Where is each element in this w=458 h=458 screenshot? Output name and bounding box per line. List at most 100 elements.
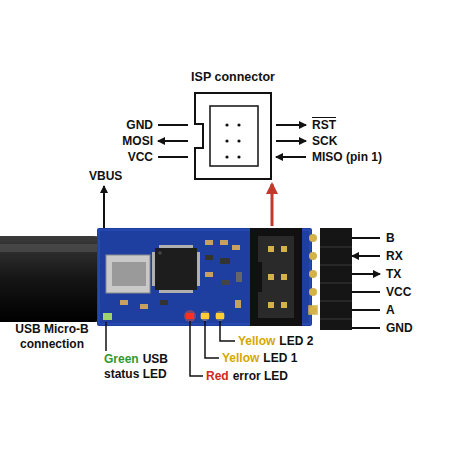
smd-components-part xyxy=(120,300,128,305)
serial-header-part xyxy=(320,319,352,320)
led-indicators-part xyxy=(215,311,225,321)
smd-components-part xyxy=(222,280,230,285)
led-label: GreenUSB status LED xyxy=(104,352,186,382)
vbus-arrow-part xyxy=(103,186,105,228)
serial-header-part xyxy=(309,306,317,314)
isp-header-part xyxy=(268,274,274,280)
led-leader-lines-part xyxy=(190,321,203,376)
pin-label: GND xyxy=(126,118,153,132)
led-color-word: Green xyxy=(104,352,139,366)
led-indicators-part xyxy=(216,313,224,319)
serial-header-part xyxy=(309,270,317,278)
isp-header-part xyxy=(268,302,274,308)
smd-components-part xyxy=(220,240,228,245)
circuit-board-part xyxy=(97,228,312,326)
pin-label: MISO (pin 1) xyxy=(312,150,382,164)
led-indicators-part xyxy=(201,313,209,319)
pin-label: RX xyxy=(386,249,403,263)
isp-header-part xyxy=(250,228,302,326)
isp-leader-lines-part xyxy=(158,124,188,126)
led-indicators-part xyxy=(186,313,194,319)
microcontroller-chip-part xyxy=(155,248,197,290)
serial-leader-lines-part xyxy=(352,309,380,311)
pin-dot xyxy=(237,155,240,158)
isp-header-part xyxy=(281,246,287,252)
pin-label: B xyxy=(386,231,395,245)
usb-plug xyxy=(0,236,110,322)
microcontroller-chip-part xyxy=(159,290,193,293)
isp-leader-lines-part xyxy=(158,156,188,158)
microcontroller-chip-part xyxy=(158,251,162,255)
led-indicators xyxy=(103,310,225,322)
led-color-word: Red xyxy=(206,369,229,383)
smd-components-part xyxy=(205,255,213,260)
led-label: YellowLED 2 xyxy=(238,334,358,349)
microcontroller-chip-part xyxy=(152,252,155,286)
led-leader-lines-part xyxy=(205,321,219,358)
serial-header-part xyxy=(320,301,352,302)
isp-pointer-arrow xyxy=(272,184,273,226)
smd-components xyxy=(120,240,242,309)
isp-pointer-arrow-part xyxy=(271,184,274,226)
serial-leader-lines xyxy=(352,238,380,328)
vbus-arrow xyxy=(104,186,105,228)
circuit-board-part xyxy=(99,230,310,324)
connector-title: ISP connector xyxy=(164,70,302,84)
serial-header-part xyxy=(309,288,317,296)
pin-dot xyxy=(225,123,228,126)
serial-header-part xyxy=(309,252,317,260)
connector-outline xyxy=(194,92,272,180)
pin-dot xyxy=(225,155,228,158)
pin-label: MOSI xyxy=(122,134,153,148)
isp-header-part xyxy=(268,246,274,252)
smd-components-part xyxy=(236,272,242,282)
smd-components-part xyxy=(205,240,213,245)
usb-receptacle-part xyxy=(106,255,150,293)
pin-label: A xyxy=(386,303,395,317)
led-indicators-part xyxy=(200,311,210,321)
led-color-word: Yellow xyxy=(222,351,259,365)
led-color-word: Yellow xyxy=(238,334,275,348)
led-description: error LED xyxy=(233,369,288,383)
isp-header-part xyxy=(281,302,287,308)
connection-label: USB Micro-B connection xyxy=(2,322,102,352)
serial-leader-lines-part xyxy=(352,273,380,275)
connector-box: ISP connector xyxy=(194,92,272,180)
connector-cavity xyxy=(210,106,258,166)
led-leader-lines-part xyxy=(220,321,235,341)
microcontroller-chip xyxy=(152,245,200,293)
led-label: Red error LED xyxy=(206,369,326,384)
usb-plug-part xyxy=(0,244,104,252)
led-leader-lines-part xyxy=(105,322,107,351)
isp-leader-lines-part xyxy=(276,156,306,158)
serial-leader-lines-part xyxy=(352,255,380,257)
isp-leader-lines-part xyxy=(276,140,306,142)
led-description: LED 1 xyxy=(263,351,297,365)
serial-leader-lines-part xyxy=(352,291,380,293)
pin-label: SCK xyxy=(312,134,337,148)
isp-header-part xyxy=(258,236,294,318)
serial-leader-lines-part xyxy=(352,237,380,239)
isp-header xyxy=(250,228,302,326)
usb-receptacle-part xyxy=(112,262,146,286)
pin-dot xyxy=(225,139,228,142)
pin-label: VCC xyxy=(386,285,411,299)
pin-label: VBUS xyxy=(89,169,122,183)
smd-components-part xyxy=(160,300,168,305)
usb-plug-part xyxy=(0,236,110,322)
smd-components-part xyxy=(232,245,240,250)
serial-header-part xyxy=(320,228,352,330)
led-indicators-part xyxy=(184,310,196,322)
serial-header-part xyxy=(320,247,352,248)
pin-dot xyxy=(237,123,240,126)
isp-header-part xyxy=(281,274,287,280)
pin-label: VCC xyxy=(128,150,153,164)
smd-components-part xyxy=(235,300,241,308)
serial-leader-lines-part xyxy=(352,327,380,329)
serial-header-part xyxy=(320,265,352,266)
usb-receptacle xyxy=(106,255,150,293)
isp-leader-lines-part xyxy=(276,124,306,126)
led-indicators-part xyxy=(103,313,112,320)
smd-components-part xyxy=(140,304,148,309)
